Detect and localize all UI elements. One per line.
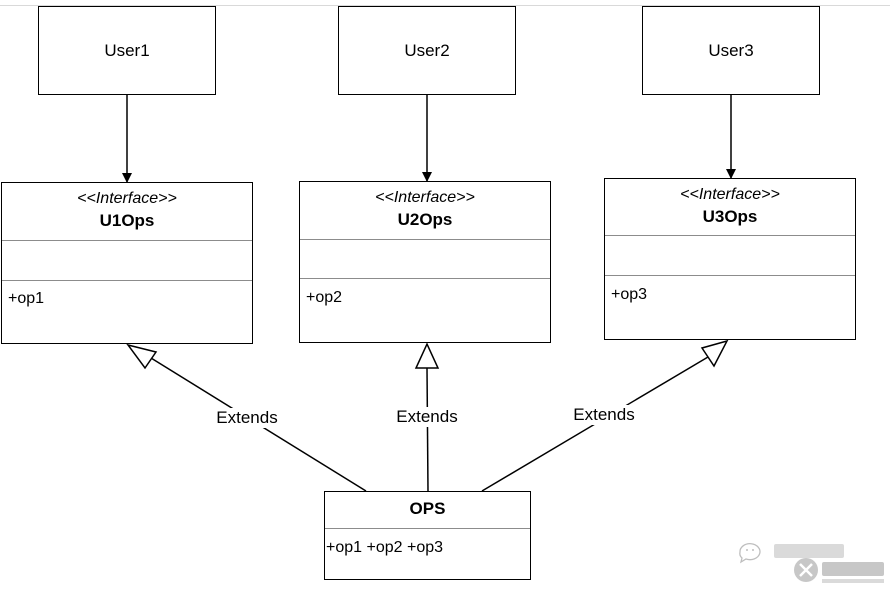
u3ops-divider-1	[605, 235, 855, 236]
ops-class-divider	[325, 528, 530, 529]
extends-label-middle: Extends	[395, 407, 459, 427]
user3-label: User3	[708, 40, 754, 60]
u3ops-interface: <<Interface>> U3Ops +op3	[604, 178, 856, 340]
u2ops-name: U2Ops	[397, 210, 453, 229]
u3ops-name: U3Ops	[702, 207, 758, 226]
u2ops-stereotype: <<Interface>>	[375, 189, 475, 206]
extends-head-right	[700, 339, 729, 368]
ops-class-name: OPS	[409, 499, 446, 518]
wechat-icon	[739, 543, 761, 564]
user2-box: User2	[338, 6, 516, 95]
extends-line-middle	[426, 367, 429, 492]
watermark-logo	[739, 543, 884, 583]
extends-label-left: Extends	[215, 408, 279, 428]
extends-label-right: Extends	[572, 405, 636, 425]
u1ops-divider-2	[2, 280, 252, 281]
u2ops-interface: <<Interface>> U2Ops +op2	[299, 181, 551, 343]
u1ops-operation: +op1	[8, 290, 45, 307]
user1-label: User1	[104, 40, 150, 60]
top-border-line	[0, 5, 890, 6]
user1-box: User1	[38, 6, 216, 95]
u2ops-divider-1	[300, 239, 550, 240]
u1ops-interface: <<Interface>> U1Ops +op1	[1, 182, 253, 344]
extends-head-left	[126, 343, 158, 370]
extends-head-middle	[414, 342, 440, 369]
u2ops-operation: +op2	[306, 289, 343, 306]
u3ops-operation: +op3	[611, 286, 648, 303]
u2ops-divider-2	[300, 278, 550, 279]
user2-label: User2	[404, 40, 450, 60]
u3ops-divider-2	[605, 275, 855, 276]
ops-class: OPS +op1 +op2 +op3	[324, 491, 531, 580]
user3-box: User3	[642, 6, 820, 95]
u1ops-stereotype: <<Interface>>	[77, 190, 177, 207]
u1ops-name: U1Ops	[99, 211, 155, 230]
u3ops-stereotype: <<Interface>>	[680, 186, 780, 203]
u1ops-divider-1	[2, 240, 252, 241]
ops-class-operations: +op1 +op2 +op3	[326, 539, 444, 556]
